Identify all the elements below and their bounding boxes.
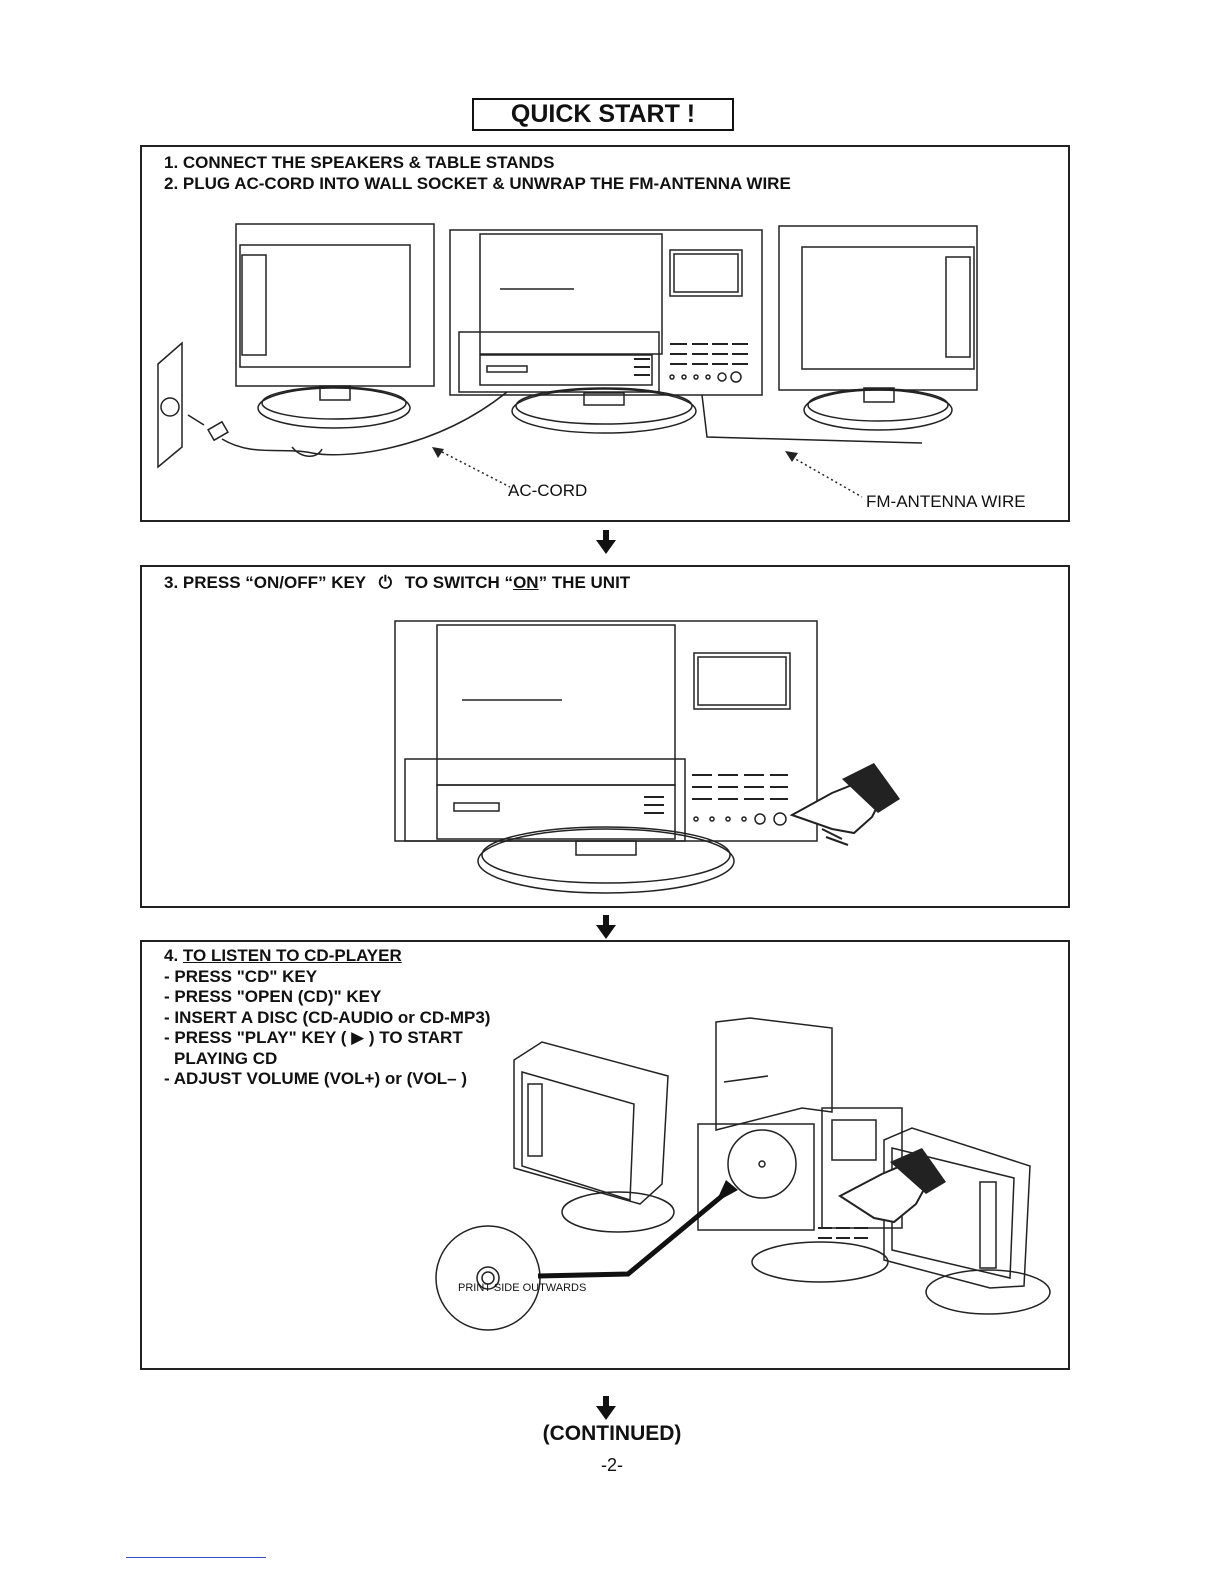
step-4-line: - PRESS "OPEN (CD)" KEY [164, 987, 382, 1006]
pointing-hand-icon [789, 763, 900, 846]
footer-rule [126, 1557, 266, 1558]
main-unit-illustration [394, 620, 900, 894]
down-arrow-icon [596, 530, 616, 554]
step-3-mid: TO SWITCH “ [404, 573, 514, 592]
fm-antenna-label: FM-ANTENNA WIRE [866, 492, 1026, 511]
step-3-text: 3. PRESS “ON/OFF” KEY ⏻ TO SWITCH “ON” T… [164, 573, 630, 594]
ac-cord-label: AC-CORD [508, 481, 588, 500]
step-3-on: ON [513, 573, 539, 592]
step-3-panel: 3. PRESS “ON/OFF” KEY ⏻ TO SWITCH “ON” T… [140, 565, 1070, 908]
continued-label: (CONTINUED) [542, 1422, 682, 1445]
step-1-2-panel: 1. CONNECT THE SPEAKERS & TABLE STANDS 2… [140, 145, 1070, 522]
pointing-hand-icon [838, 1148, 946, 1224]
step-4-text: 4. TO LISTEN TO CD-PLAYER - PRESS "CD" K… [164, 946, 490, 1090]
step-4-line: - INSERT A DISC (CD-AUDIO or CD-MP3) [164, 1007, 491, 1027]
step-4-line: - PRESS "PLAY" KEY ( ▶ ) TO START [164, 1028, 463, 1047]
disc-label: PRINT SIDE OUTWARDS [458, 1282, 587, 1294]
step-1-text: 1. CONNECT THE SPEAKERS & TABLE STANDS [164, 153, 555, 172]
step-4-num: 4. [164, 946, 179, 965]
step-2-text: 2. PLUG AC-CORD INTO WALL SOCKET & UNWRA… [164, 173, 791, 193]
down-arrow-icon [596, 915, 616, 939]
down-arrow-icon [596, 1396, 616, 1420]
step-4-heading: TO LISTEN TO CD-PLAYER [182, 946, 402, 965]
step-3-prefix: 3. PRESS “ON/OFF” KEY [164, 573, 366, 592]
step-3-suffix: ” THE UNIT [538, 573, 631, 592]
step-4-line: - ADJUST VOLUME (VOL+) or (VOL– ) [164, 1069, 468, 1088]
step-4-line: PLAYING CD [174, 1048, 278, 1068]
cd-insert-illustration [435, 1017, 1051, 1331]
speaker-system-illustration [157, 223, 978, 498]
step-1-2-text: 1. CONNECT THE SPEAKERS & TABLE STANDS 2… [164, 153, 791, 194]
page-number: -2- [601, 1455, 623, 1475]
power-icon: ⏻ [378, 573, 393, 592]
step-4-panel: 4. TO LISTEN TO CD-PLAYER - PRESS "CD" K… [140, 940, 1070, 1370]
page-title: QUICK START ! [472, 98, 734, 131]
step-4-line: - PRESS "CD" KEY [164, 966, 318, 986]
